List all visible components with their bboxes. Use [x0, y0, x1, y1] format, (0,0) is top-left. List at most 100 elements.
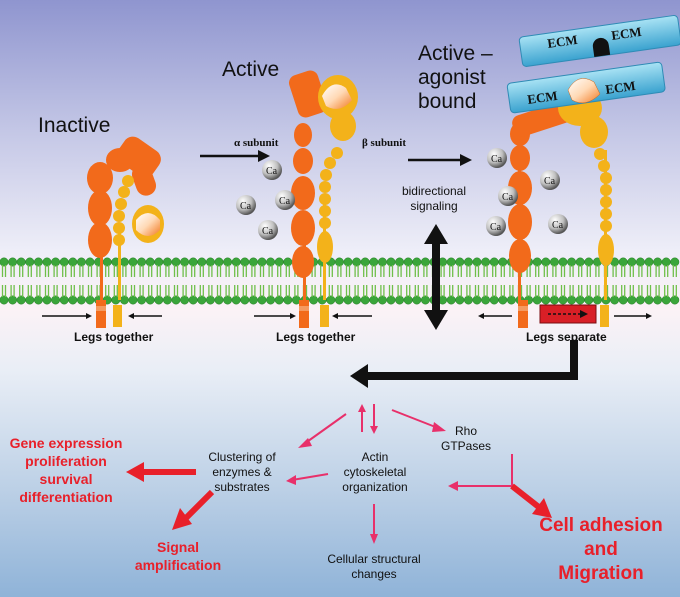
lipid-head	[51, 295, 61, 305]
lipid-head	[541, 295, 551, 305]
lipid-head	[334, 295, 344, 305]
lipid-head	[532, 257, 542, 267]
clustering-label: Clustering of enzymes & substrates	[196, 450, 288, 495]
svg-text:Ca: Ca	[490, 222, 502, 233]
separating-bar	[539, 304, 597, 324]
lipid-head	[575, 295, 585, 305]
ecm-label-1: ECM	[546, 32, 578, 51]
lipid-head	[240, 295, 250, 305]
lipid-head	[644, 295, 654, 305]
lipid-head	[472, 257, 482, 267]
lipid-head	[369, 257, 379, 267]
lipid-head	[618, 295, 628, 305]
signaling-elbow-arrow	[350, 340, 578, 388]
lipid-head	[8, 257, 18, 267]
svg-text:Ca: Ca	[262, 226, 274, 237]
ca-ion: Ca	[486, 216, 506, 236]
active-label: Active	[222, 58, 280, 81]
ca-ion: Ca	[548, 214, 568, 234]
lipid-head	[16, 257, 26, 267]
agonist-line-2: agonist	[418, 66, 486, 89]
lipid-head	[76, 295, 86, 305]
svg-text:Ca: Ca	[502, 192, 514, 203]
lipid-head	[68, 295, 78, 305]
svg-text:Ca: Ca	[279, 196, 291, 207]
lipid-head	[446, 295, 456, 305]
lipid-head	[0, 295, 9, 305]
adhesion-line-1: Cell adhesion	[539, 515, 663, 536]
lipid-head	[403, 257, 413, 267]
lipid-head	[205, 295, 215, 305]
lipid-head	[463, 257, 473, 267]
lipid-head	[558, 295, 568, 305]
signaling-line-1: bidirectional	[401, 184, 467, 198]
ca-ion: Ca	[487, 148, 507, 168]
lipid-head	[205, 257, 215, 267]
lipid-head	[266, 295, 276, 305]
lipid-head	[85, 257, 95, 267]
lipid-head	[283, 257, 293, 267]
lipid-head	[420, 295, 430, 305]
lipid-head	[386, 295, 396, 305]
lipid-head	[352, 295, 362, 305]
lipid-head	[154, 257, 164, 267]
lipid-head	[102, 257, 112, 267]
lipid-head	[197, 295, 207, 305]
gene-line-4: differentiation	[19, 489, 113, 505]
lipid-head	[549, 295, 559, 305]
lipid-head	[498, 295, 508, 305]
lipid-head	[567, 295, 577, 305]
lipid-head	[489, 257, 499, 267]
lipid-head	[180, 257, 190, 267]
lipid-head	[16, 295, 26, 305]
lipid-head	[128, 257, 138, 267]
lipid-head	[360, 257, 370, 267]
legs-separate-label: Legs separate	[526, 330, 607, 344]
lipid-head	[455, 295, 465, 305]
lipid-head	[25, 257, 35, 267]
lipid-head	[42, 295, 52, 305]
inactive-integrin	[87, 136, 164, 328]
lipid-head	[326, 295, 336, 305]
lipid-head	[240, 257, 250, 267]
ca-ion: Ca	[275, 190, 295, 210]
svg-text:Ca: Ca	[544, 176, 556, 187]
structural-line-2: changes	[351, 567, 397, 581]
legs-together-label-1: Legs together	[74, 330, 154, 344]
ca-ion: Ca	[262, 160, 282, 180]
ecm-label-3: ECM	[526, 88, 558, 107]
lipid-head	[446, 257, 456, 267]
lipid-head	[266, 257, 276, 267]
lipid-head	[644, 257, 654, 267]
lipid-head	[661, 257, 671, 267]
lipid-head	[412, 257, 422, 267]
ecm-bars: ECM ECM ECM ECM	[506, 15, 680, 114]
calcium-ions: Ca Ca Ca Ca Ca Ca Ca Ca Ca	[236, 148, 568, 240]
lipid-head	[214, 295, 224, 305]
lipid-head	[635, 257, 645, 267]
lipid-head	[386, 257, 396, 267]
ca-ion: Ca	[498, 186, 518, 206]
gene-line-3: survival	[39, 471, 93, 487]
lipid-head	[334, 257, 344, 267]
lipid-head	[76, 257, 86, 267]
lipid-head	[171, 295, 181, 305]
lipid-head	[653, 257, 663, 267]
lipid-head	[618, 257, 628, 267]
lipid-head	[635, 295, 645, 305]
lipid-head	[231, 295, 241, 305]
ecm-label-4: ECM	[604, 78, 636, 97]
lipid-head	[33, 295, 43, 305]
lipid-head	[137, 257, 147, 267]
cell-adhesion-label: Cell adhesion and Migration	[526, 514, 676, 586]
lipid-head	[68, 257, 78, 267]
lipid-head	[188, 257, 198, 267]
lipid-head	[59, 295, 69, 305]
lipid-head	[343, 295, 353, 305]
lipid-head	[51, 257, 61, 267]
adhesion-line-2: and	[584, 539, 618, 560]
lipid-head	[180, 295, 190, 305]
lipid-head	[670, 257, 680, 267]
lipid-head	[248, 295, 258, 305]
lipid-head	[627, 257, 637, 267]
